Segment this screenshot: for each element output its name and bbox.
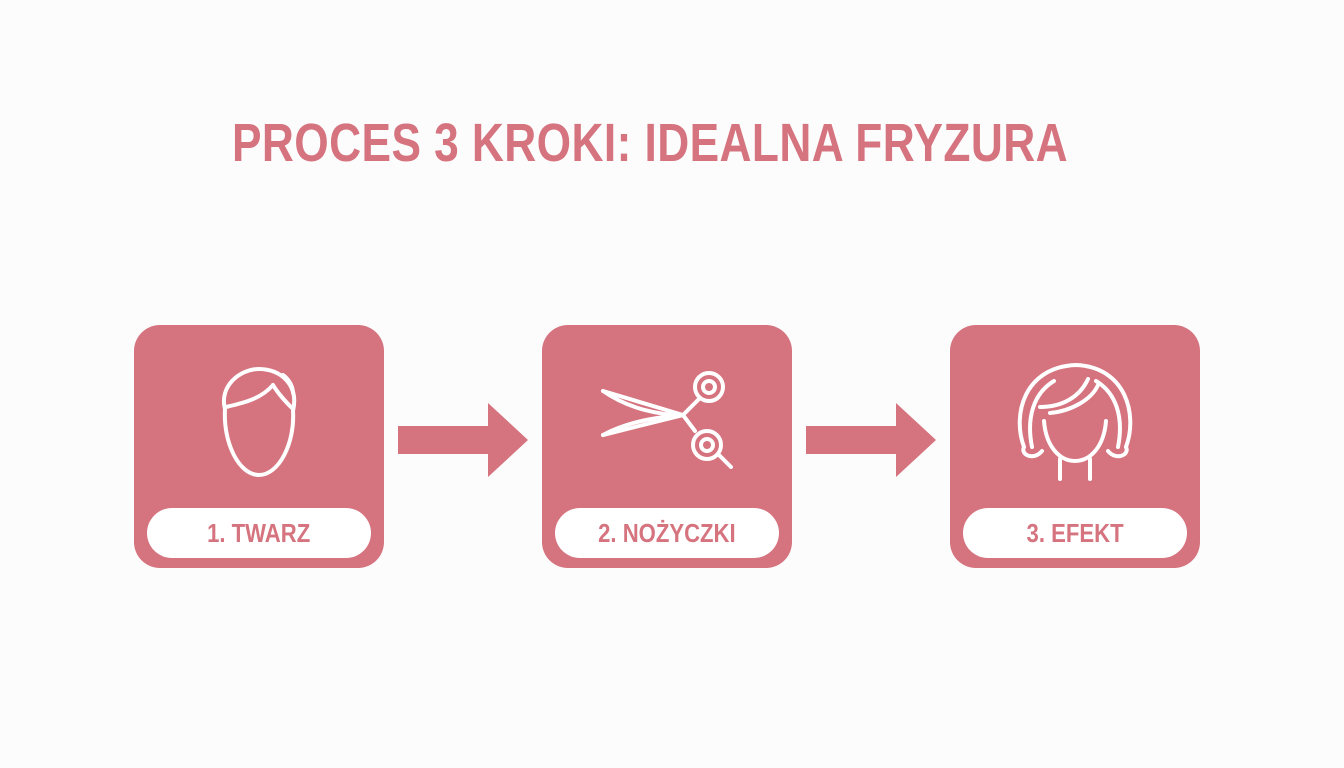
- step-label-pill: 3. EFEKT: [963, 508, 1187, 558]
- step-result: 3. EFEKT: [950, 325, 1200, 568]
- step-label-pill: 1. TWARZ: [147, 508, 371, 558]
- scissors-icon: [599, 369, 735, 474]
- step-label-pill: 2. NOŻYCZKI: [555, 508, 779, 558]
- arrow-right-icon: [398, 403, 528, 477]
- hairstyle-icon: [1010, 355, 1140, 490]
- face-icon: [209, 363, 309, 484]
- diagram-title: PROCES 3 KROKI: IDEALNA FRYZURA: [231, 113, 1069, 173]
- arrow-right-icon: [806, 403, 936, 477]
- step-scissors: 2. NOŻYCZKI: [542, 325, 792, 568]
- step-label: 3. EFEKT: [1026, 517, 1124, 548]
- step-face: 1. TWARZ: [134, 325, 384, 568]
- step-label: 2. NOŻYCZKI: [598, 517, 736, 548]
- step-label: 1. TWARZ: [207, 517, 311, 548]
